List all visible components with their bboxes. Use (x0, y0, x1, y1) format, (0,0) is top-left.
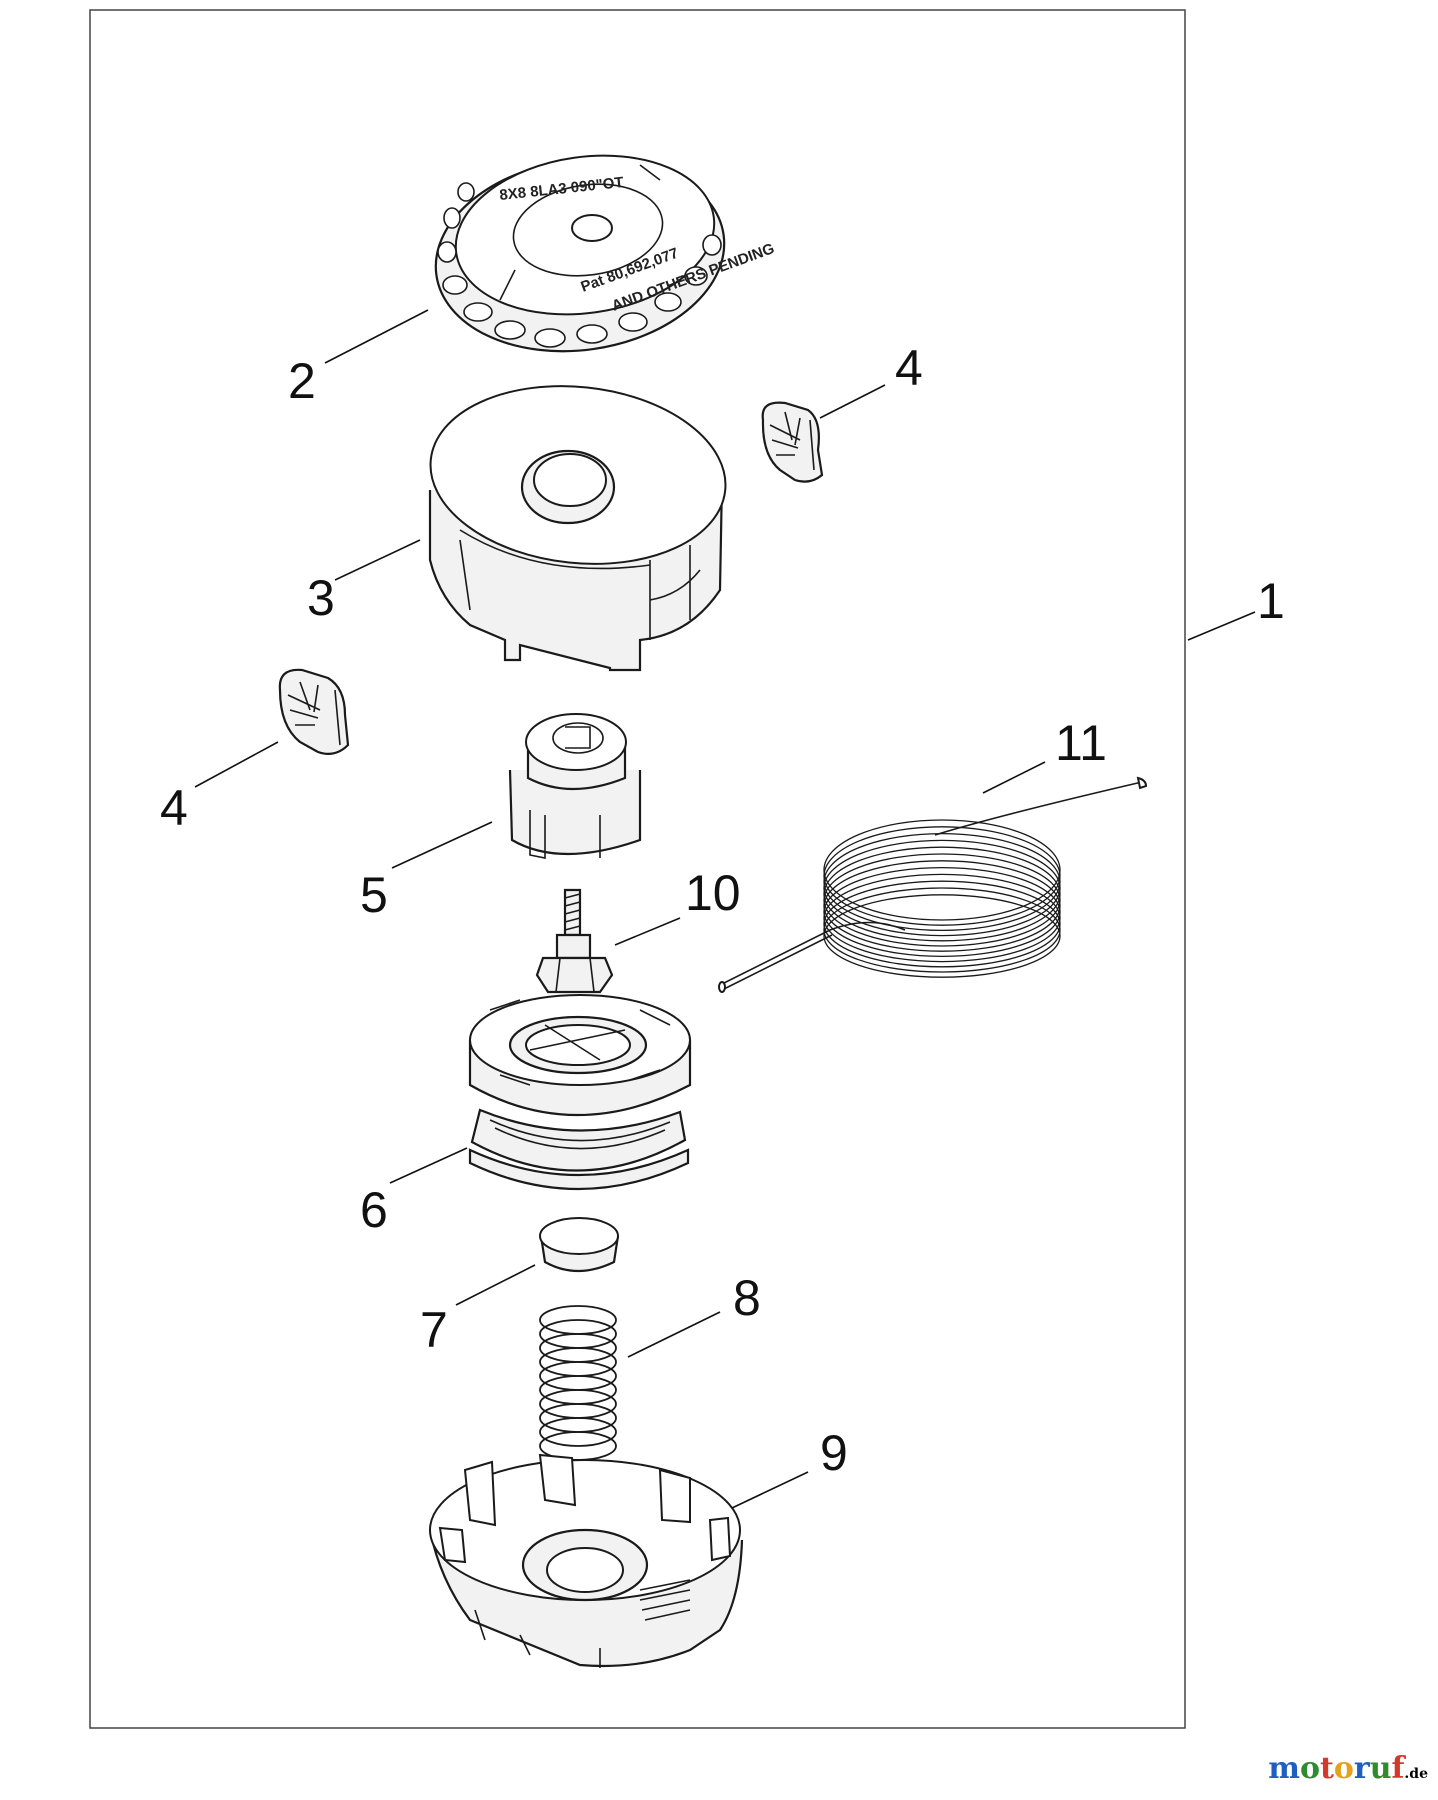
callout-10: 10 (685, 865, 741, 921)
leader-3 (334, 539, 421, 581)
coil-winding (823, 826, 1061, 926)
watermark-logo: motoruf.de (1268, 1751, 1428, 1786)
leader-lines (194, 309, 1256, 1509)
coil-winding (823, 860, 1061, 952)
coil-winding (823, 866, 1061, 958)
coil-winding (823, 853, 1061, 947)
coil-winding (823, 880, 1061, 968)
watermark-name: motoruf (1268, 1751, 1404, 1786)
watermark-letter: o (1300, 1751, 1321, 1786)
leader-9 (731, 1471, 809, 1509)
leader-7 (455, 1264, 536, 1306)
callout-2: 2 (288, 353, 316, 409)
leader-8 (627, 1311, 721, 1358)
leader-4-upper (819, 384, 886, 419)
part-9-base (428, 1453, 744, 1668)
coil-winding (823, 846, 1061, 942)
part-10-bolt (535, 888, 614, 994)
part-11-trimmer-line (718, 776, 1148, 993)
leader-2 (324, 309, 429, 364)
part-7-button (539, 1217, 620, 1272)
watermark-letter: t (1320, 1751, 1334, 1786)
part-5-hub (508, 713, 642, 859)
coil-winding (823, 839, 1061, 937)
leader-5 (391, 821, 493, 869)
spring-turn (539, 1417, 617, 1447)
callout-6: 6 (360, 1182, 388, 1238)
coil-winding (823, 887, 1061, 973)
callout-9: 9 (820, 1425, 848, 1481)
part-4-eyelet-lower (278, 668, 350, 755)
callout-4-lower: 4 (160, 780, 188, 836)
callout-4-upper: 4 (895, 340, 923, 396)
watermark-letter: m (1268, 1751, 1300, 1786)
coil-winding (823, 873, 1061, 963)
part-2-cap (434, 154, 726, 353)
callout-1: 1 (1257, 573, 1285, 629)
watermark-letter: o (1333, 1751, 1354, 1786)
leader-4-lower (194, 741, 279, 788)
watermark-tld: .de (1404, 1766, 1428, 1782)
callout-5: 5 (360, 867, 388, 923)
watermark-letter: f (1391, 1751, 1405, 1786)
callout-3: 3 (307, 570, 335, 626)
callout-11: 11 (1055, 715, 1107, 771)
part-6-spool (468, 994, 692, 1191)
leader-6 (389, 1147, 468, 1184)
watermark-letter: r (1353, 1751, 1370, 1786)
coil-winding (823, 819, 1061, 921)
callout-8: 8 (733, 1270, 761, 1326)
callout-7: 7 (420, 1302, 448, 1358)
leader-1 (1187, 611, 1256, 641)
leader-11 (982, 761, 1046, 794)
leader-10 (614, 917, 681, 946)
coil-winding (823, 894, 1061, 978)
part-3-housing (428, 385, 727, 672)
watermark-letter: u (1369, 1751, 1392, 1786)
part-4-eyelet-upper (761, 401, 824, 483)
